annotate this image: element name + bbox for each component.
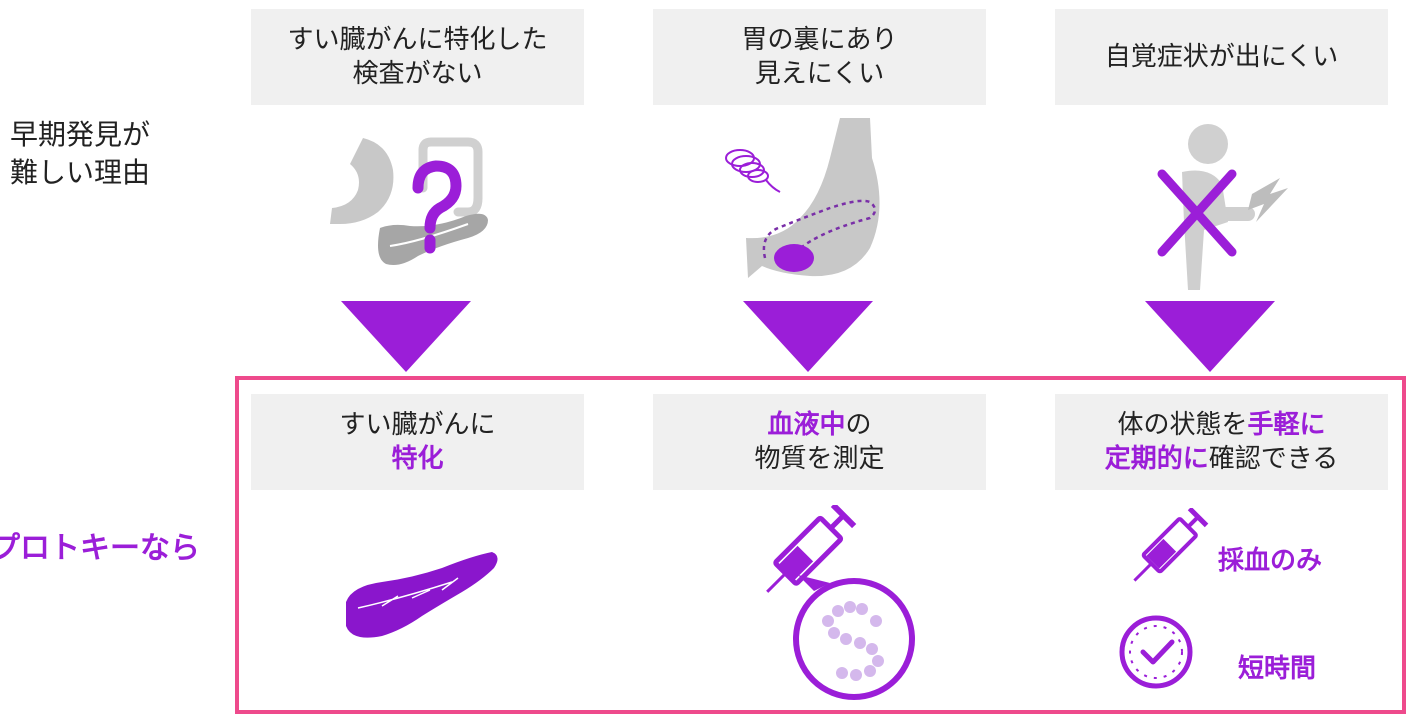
clock-icon	[1119, 615, 1193, 689]
reason-box-1-line-1: すい臓がんに特化した	[287, 25, 548, 55]
solution-box-3-line-2: 定期的に確認できる	[1105, 442, 1339, 476]
solution-box-2: 血液中の 物質を測定	[653, 394, 986, 490]
down-triangle-icon	[341, 301, 471, 372]
solution-box-3-text-2: 確認できる	[1208, 444, 1339, 474]
solution-box-1: すい臓がんに 特化	[251, 394, 584, 490]
stomach-hidden-pancreas-icon	[725, 118, 880, 278]
reason-box-1: すい臓がんに特化した 検査がない	[251, 9, 584, 105]
reason-box-2: 胃の裏にあり 見えにくい	[653, 9, 986, 105]
reasons-label: 早期発見が 難しい理由	[10, 116, 150, 192]
solution-box-3-line-1: 体の状態を手軽に	[1105, 408, 1339, 442]
reason-box-2-line-1: 胃の裏にあり	[741, 25, 898, 55]
solution-box-3: 体の状態を手軽に 定期的に確認できる	[1055, 394, 1388, 490]
blood-only-label: 採血のみ	[1218, 546, 1323, 576]
down-triangle-icon	[1145, 301, 1275, 372]
short-time-label: 短時間	[1238, 654, 1317, 684]
solution-box-1-line-2: 特化	[339, 442, 495, 476]
solution-box-3-highlight-2: 定期的に	[1104, 444, 1209, 474]
reasons-label-line-2: 難しい理由	[10, 156, 151, 189]
stomach-intestine-question-icon	[330, 137, 488, 265]
solution-box-1-line-1: すい臓がんに	[339, 408, 495, 442]
solution-box-1-highlight: 特化	[391, 444, 444, 474]
solution-box-1-text: すい臓がんに	[339, 410, 496, 440]
solution-box-2-line-2: 物質を測定	[754, 442, 884, 476]
reason-box-3: 自覚症状が出にくい	[1055, 9, 1388, 105]
reason-box-1-line-2: 検査がない	[352, 59, 483, 89]
solution-box-2-highlight: 血液中	[767, 410, 846, 440]
person-back-pain-crossed-icon	[1157, 124, 1288, 290]
product-label: プロトキーなら	[0, 531, 200, 566]
reasons-label-line-1: 早期発見が	[10, 118, 151, 151]
solution-box-2-line-1: 血液中の	[754, 408, 884, 442]
solution-box-2-text-2: 物質を測定	[754, 444, 885, 474]
pancreas-icon	[346, 552, 498, 638]
reason-box-3-line-1: 自覚症状が出にくい	[1104, 42, 1339, 72]
solution-box-3-highlight: 手軽に	[1247, 410, 1326, 440]
down-triangle-icon	[743, 301, 873, 372]
reason-box-2-line-2: 見えにくい	[754, 59, 885, 89]
solution-box-2-text: の	[845, 410, 872, 440]
syringe-blood-magnify-icon	[766, 505, 915, 700]
solution-box-3-text: 体の状態を	[1117, 410, 1248, 440]
syringe-icon	[1133, 508, 1209, 582]
solution-frame	[235, 376, 1406, 714]
